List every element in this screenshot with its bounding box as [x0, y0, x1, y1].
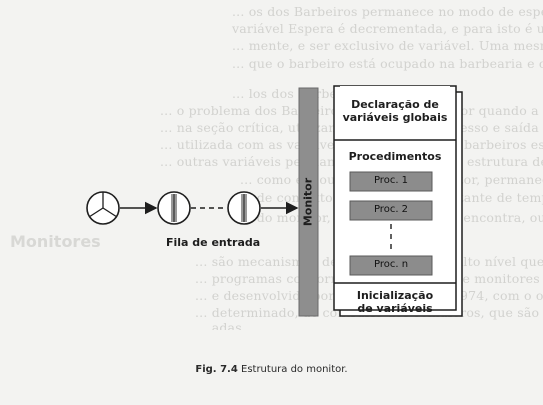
- queue-label: Fila de entrada: [166, 236, 261, 249]
- process-icon: [227, 191, 261, 225]
- procedure-box: [349, 200, 433, 221]
- figure-number: Fig. 7.4: [195, 364, 238, 375]
- figure-caption: Fig. 7.4 Estrutura do monitor.: [0, 364, 543, 375]
- monitor-label: Monitor: [301, 177, 315, 227]
- init-label-line2: de variáveis: [357, 302, 433, 315]
- procedures-label: Procedimentos: [348, 150, 442, 163]
- procedure-label: Proc. 1: [373, 175, 409, 186]
- monitor-gate-bar: [298, 87, 319, 317]
- init-label-line1: Inicialização: [356, 289, 434, 302]
- globals-label-line1: Declaração de: [351, 98, 439, 111]
- procedure-box: [349, 255, 433, 276]
- procedure-label: Proc. n: [373, 259, 409, 270]
- process-icon: [157, 191, 191, 225]
- init-label: Inicialização de variáveis: [334, 289, 456, 315]
- globals-label-line2: variáveis globais: [342, 111, 448, 124]
- process-icon: [86, 191, 120, 225]
- globals-label: Declaração de variáveis globais: [334, 98, 456, 124]
- figure-caption-text: Estrutura do monitor.: [241, 364, 348, 375]
- procedure-label: Proc. 2: [373, 204, 409, 215]
- procedure-box: [349, 171, 433, 192]
